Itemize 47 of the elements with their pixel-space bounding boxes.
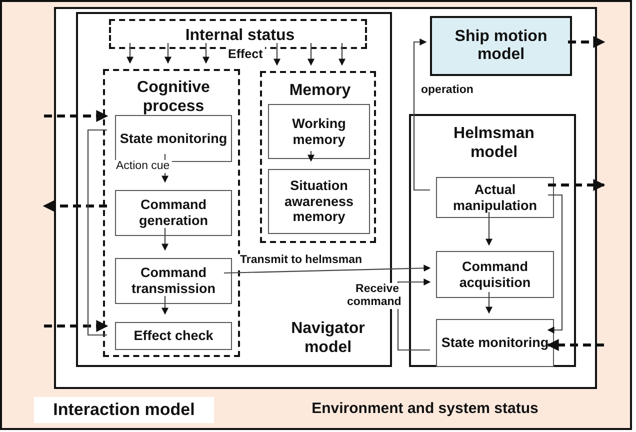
group-title: Interaction model [34,397,214,424]
arrow [274,43,280,66]
dashed-arrow [548,179,606,191]
dashed-arrow [546,339,604,351]
dashed-arrow [42,200,107,212]
group-title: Navigator model [290,319,366,358]
connector-line [87,129,107,336]
dashed-arrow [44,320,108,332]
process-box: Working memory [268,104,370,159]
arrow [413,38,430,191]
group-title: Helmsman model [452,124,536,162]
status-box [109,19,367,49]
group-box [260,71,376,243]
process-box: State monitoring [115,115,232,162]
process-box: Effect check [115,322,232,350]
annotation-label: Effect [226,47,265,62]
arrow [308,151,314,162]
group-title: Internal status [184,26,296,46]
process-box: Command acquisition [436,251,554,298]
group-title: Environment and system status [310,400,540,418]
process-box: Ship motion model [430,16,572,76]
arrow [126,43,134,64]
process-box: Command transmission [115,258,232,304]
arrow [162,296,168,315]
group-box [103,69,240,357]
arrow [164,43,172,64]
dashed-arrow [568,36,606,48]
edge-label: Transmit to helmsman [238,254,364,268]
arrow [486,292,492,314]
arrow [486,212,492,246]
process-box: Command generation [115,190,232,236]
dashed-arrow [44,110,108,122]
arrow [224,264,431,274]
group-title: Cognitive process [136,78,211,116]
arrow [547,194,563,334]
arrow [338,43,346,66]
edge-label: operation [419,84,476,98]
process-box: Situation awareness memory [268,169,370,234]
edge-label: Receive command [345,283,401,310]
process-box: State monitoring [436,319,554,367]
arrow [308,43,314,66]
arrow [162,228,168,251]
arrow [202,43,210,64]
group-title: Memory [288,81,352,100]
process-box: Actual manipulation [436,177,554,218]
model-frame [409,114,576,367]
edge-label: Action cue [114,160,172,174]
